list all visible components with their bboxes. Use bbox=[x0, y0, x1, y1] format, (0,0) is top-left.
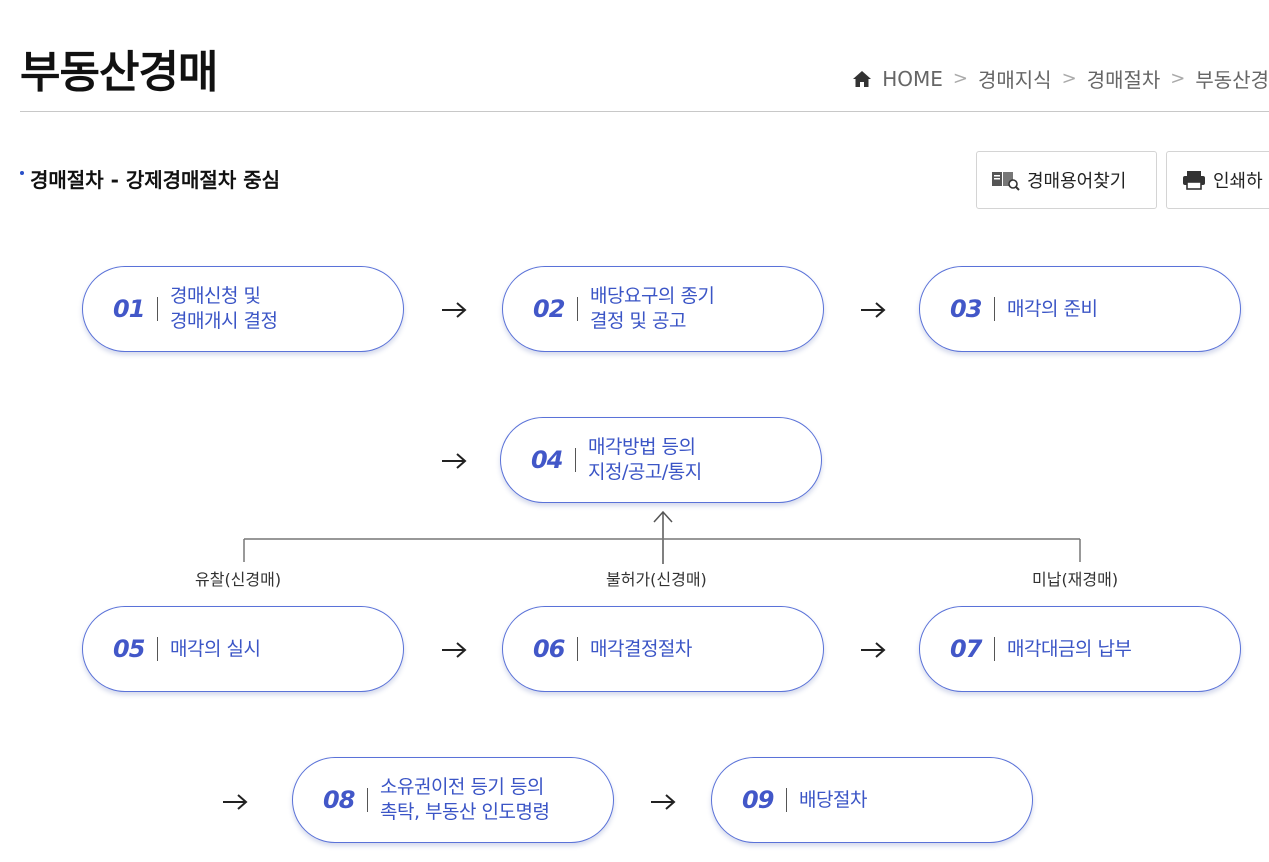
chevron-right-icon: > bbox=[1170, 68, 1186, 89]
arrow-right-icon bbox=[223, 794, 248, 810]
breadcrumb-item-knowledge[interactable]: 경매지식 bbox=[977, 68, 1052, 92]
chevron-right-icon: > bbox=[952, 68, 968, 89]
step-05: 05 매각의 실시 bbox=[82, 606, 404, 692]
terms-search-label: 경매용어찾기 bbox=[1027, 171, 1127, 192]
printer-icon bbox=[1183, 171, 1205, 190]
step-number: 02 bbox=[533, 295, 565, 323]
branch-label-failed: 유찰(신경매) bbox=[195, 570, 282, 589]
arrow-right-icon bbox=[442, 302, 467, 318]
step-number: 06 bbox=[533, 635, 565, 663]
chevron-right-icon: > bbox=[1061, 68, 1077, 89]
divider bbox=[786, 788, 787, 812]
step-number: 05 bbox=[113, 635, 145, 663]
step-number: 08 bbox=[323, 786, 355, 814]
step-label: 매각의 실시 bbox=[170, 637, 261, 660]
step-07: 07 매각대금의 납부 bbox=[919, 606, 1241, 692]
step-number: 03 bbox=[950, 295, 982, 323]
divider bbox=[994, 637, 995, 661]
divider bbox=[575, 448, 576, 472]
divider bbox=[994, 297, 995, 321]
step-number: 04 bbox=[531, 446, 563, 474]
page-title: 부동산경매 bbox=[20, 47, 218, 98]
arrow-right-icon bbox=[651, 794, 676, 810]
terms-search-button[interactable]: 경매용어찾기 bbox=[976, 151, 1157, 209]
arrow-right-icon bbox=[861, 642, 886, 658]
arrow-right-icon bbox=[442, 642, 467, 658]
home-icon[interactable] bbox=[852, 70, 872, 88]
arrow-right-icon bbox=[442, 453, 467, 469]
step-01: 01 경매신청 및 경매개시 결정 bbox=[82, 266, 404, 352]
breadcrumb-item-current[interactable]: 부동산경 bbox=[1195, 68, 1269, 92]
step-09: 09 배당절차 bbox=[711, 757, 1033, 843]
book-search-icon bbox=[992, 172, 1020, 191]
step-label: 배당절차 bbox=[799, 788, 867, 811]
step-number: 09 bbox=[742, 786, 774, 814]
branch-label-disallowed: 불허가(신경매) bbox=[606, 570, 707, 589]
step-label: 경매신청 및 경매개시 결정 bbox=[170, 285, 278, 332]
step-label: 배당요구의 종기 결정 및 공고 bbox=[590, 285, 715, 332]
step-label: 매각대금의 납부 bbox=[1007, 637, 1132, 660]
bullet-dot bbox=[20, 170, 24, 175]
header-divider bbox=[20, 111, 1269, 112]
step-03: 03 매각의 준비 bbox=[919, 266, 1241, 352]
breadcrumb-item-procedure[interactable]: 경매절차 bbox=[1086, 68, 1161, 92]
divider bbox=[577, 637, 578, 661]
divider bbox=[577, 297, 578, 321]
section-title-text: 경매절차 - 강제경매절차 중심 bbox=[30, 168, 280, 192]
breadcrumb-item-home[interactable]: HOME bbox=[882, 66, 943, 91]
step-label: 매각의 준비 bbox=[1007, 297, 1098, 320]
step-02: 02 배당요구의 종기 결정 및 공고 bbox=[502, 266, 824, 352]
step-label: 매각결정절차 bbox=[590, 637, 692, 660]
step-number: 07 bbox=[950, 635, 982, 663]
step-number: 01 bbox=[113, 295, 145, 323]
branch-label-unpaid: 미납(재경매) bbox=[1032, 570, 1119, 589]
branch-connector bbox=[243, 510, 1081, 564]
divider bbox=[157, 637, 158, 661]
print-button[interactable]: 인쇄하 bbox=[1166, 151, 1269, 209]
step-label: 소유권이전 등기 등의 촉탁, 부동산 인도명령 bbox=[380, 776, 550, 823]
print-label: 인쇄하 bbox=[1213, 171, 1263, 192]
section-title: 경매절차 - 강제경매절차 중심 bbox=[20, 164, 280, 193]
arrow-right-icon bbox=[861, 302, 886, 318]
divider bbox=[367, 788, 368, 812]
step-08: 08 소유권이전 등기 등의 촉탁, 부동산 인도명령 bbox=[292, 757, 614, 843]
step-04: 04 매각방법 등의 지정/공고/통지 bbox=[500, 417, 822, 503]
breadcrumb: HOME > 경매지식 > 경매절차 > 부동산경 bbox=[852, 64, 1269, 93]
divider bbox=[157, 297, 158, 321]
step-label: 매각방법 등의 지정/공고/통지 bbox=[588, 436, 702, 483]
step-06: 06 매각결정절차 bbox=[502, 606, 824, 692]
